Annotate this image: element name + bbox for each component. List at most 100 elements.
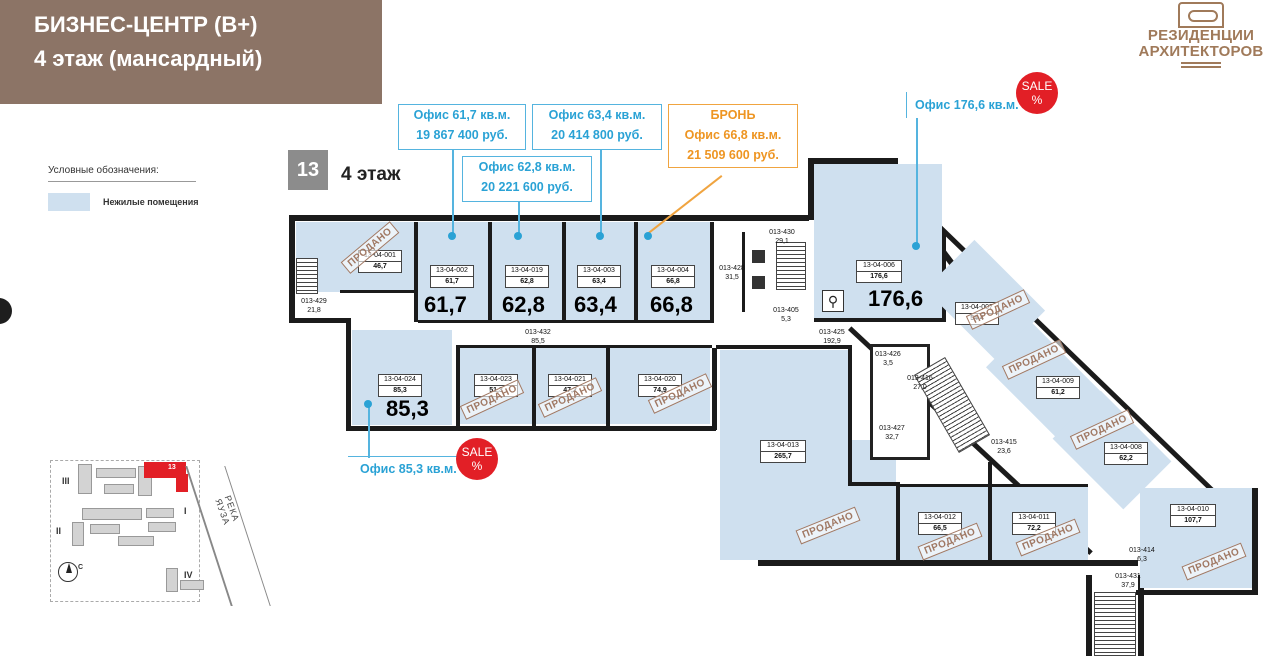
big-area-label: 176,6 [868,286,924,311]
minimap-zone-label: II [56,526,62,536]
location-pin [364,400,372,408]
callout-office-61-7[interactable]: Офис 61,7 кв.м.19 867 400 руб. [398,104,526,150]
leader-line [600,150,602,236]
legend-title: Условные обозначения: [48,165,196,182]
leader-line [452,150,454,236]
wall [710,222,714,322]
wall [289,318,347,323]
wall [346,426,716,431]
wall [1136,590,1258,595]
wall [289,215,809,221]
column-base-icon [1181,62,1221,68]
minimap-zone-label: I [184,506,187,516]
minimap-building [180,580,204,590]
minimap-building [78,464,92,494]
minimap-building [166,568,178,592]
wall [1138,575,1144,656]
wall [898,484,1088,487]
minimap-building [118,536,154,546]
stairs [1094,592,1136,656]
legend-swatch [48,193,90,211]
minimap-building [96,468,136,478]
wc-icon [752,276,765,289]
callout-office-176-6[interactable]: Офис 176,6 кв.м. [906,92,1030,118]
legend-item-label: Нежилые помещения [103,197,199,207]
floor-title: 4 этаж [341,164,401,185]
big-area-label: 62,8 [502,292,545,317]
column-capital-icon [1178,2,1224,28]
wall [988,462,992,562]
minimap-zone-label: III [62,476,70,486]
location-pin [514,232,522,240]
minimap-building [72,522,84,546]
minimap-highlight [144,462,186,478]
nav-dot[interactable] [0,298,12,324]
callout-office-63-4[interactable]: Офис 63,4 кв.м.20 414 800 руб. [532,104,662,150]
header-subtitle: 4 этаж (мансардный) [34,46,263,71]
wall [758,560,1138,566]
wall [716,345,848,349]
compass-needle [66,563,72,573]
minimap-building-number: 13 [168,464,176,471]
wall [562,222,566,322]
minimap-highlight [176,474,188,492]
wall [712,348,717,430]
wall [634,222,638,322]
big-area-label: 63,4 [574,292,617,317]
wall [414,222,418,322]
wall [896,482,900,562]
compass-label: С [78,564,84,571]
site-boundary [50,460,200,602]
wall [346,318,351,430]
big-area-label: 61,7 [424,292,467,317]
wall [808,160,814,220]
minimap-zone-label: IV [184,570,193,580]
big-area-label: 66,8 [650,292,693,317]
stairs [296,258,318,294]
wall [532,345,536,427]
header-title: БИЗНЕС-ЦЕНТР (В+) [34,12,258,37]
minimap-building [148,522,176,532]
sale-badge: SALE% [1016,72,1058,114]
site-minimap: III II I IV 13 РЕКА ЯУЗА С [48,456,271,606]
wall [848,345,852,485]
wall [808,158,898,164]
leader-line [916,118,918,246]
wall [456,345,460,427]
wall [606,345,610,427]
wall [848,482,898,486]
big-area-label: 85,3 [386,396,429,421]
leader-line [368,404,370,458]
stairs [776,242,806,290]
callout-office-85-3[interactable]: Офис 85,3 кв.м. [348,456,468,482]
wall [418,320,714,323]
logo-line-2: АРХИТЕКТОРОВ [1138,43,1264,60]
minimap-building [82,508,142,520]
wall [488,222,492,322]
callout-office-62-8[interactable]: Офис 62,8 кв.м.20 221 600 руб. [462,156,592,202]
wall [456,345,712,348]
